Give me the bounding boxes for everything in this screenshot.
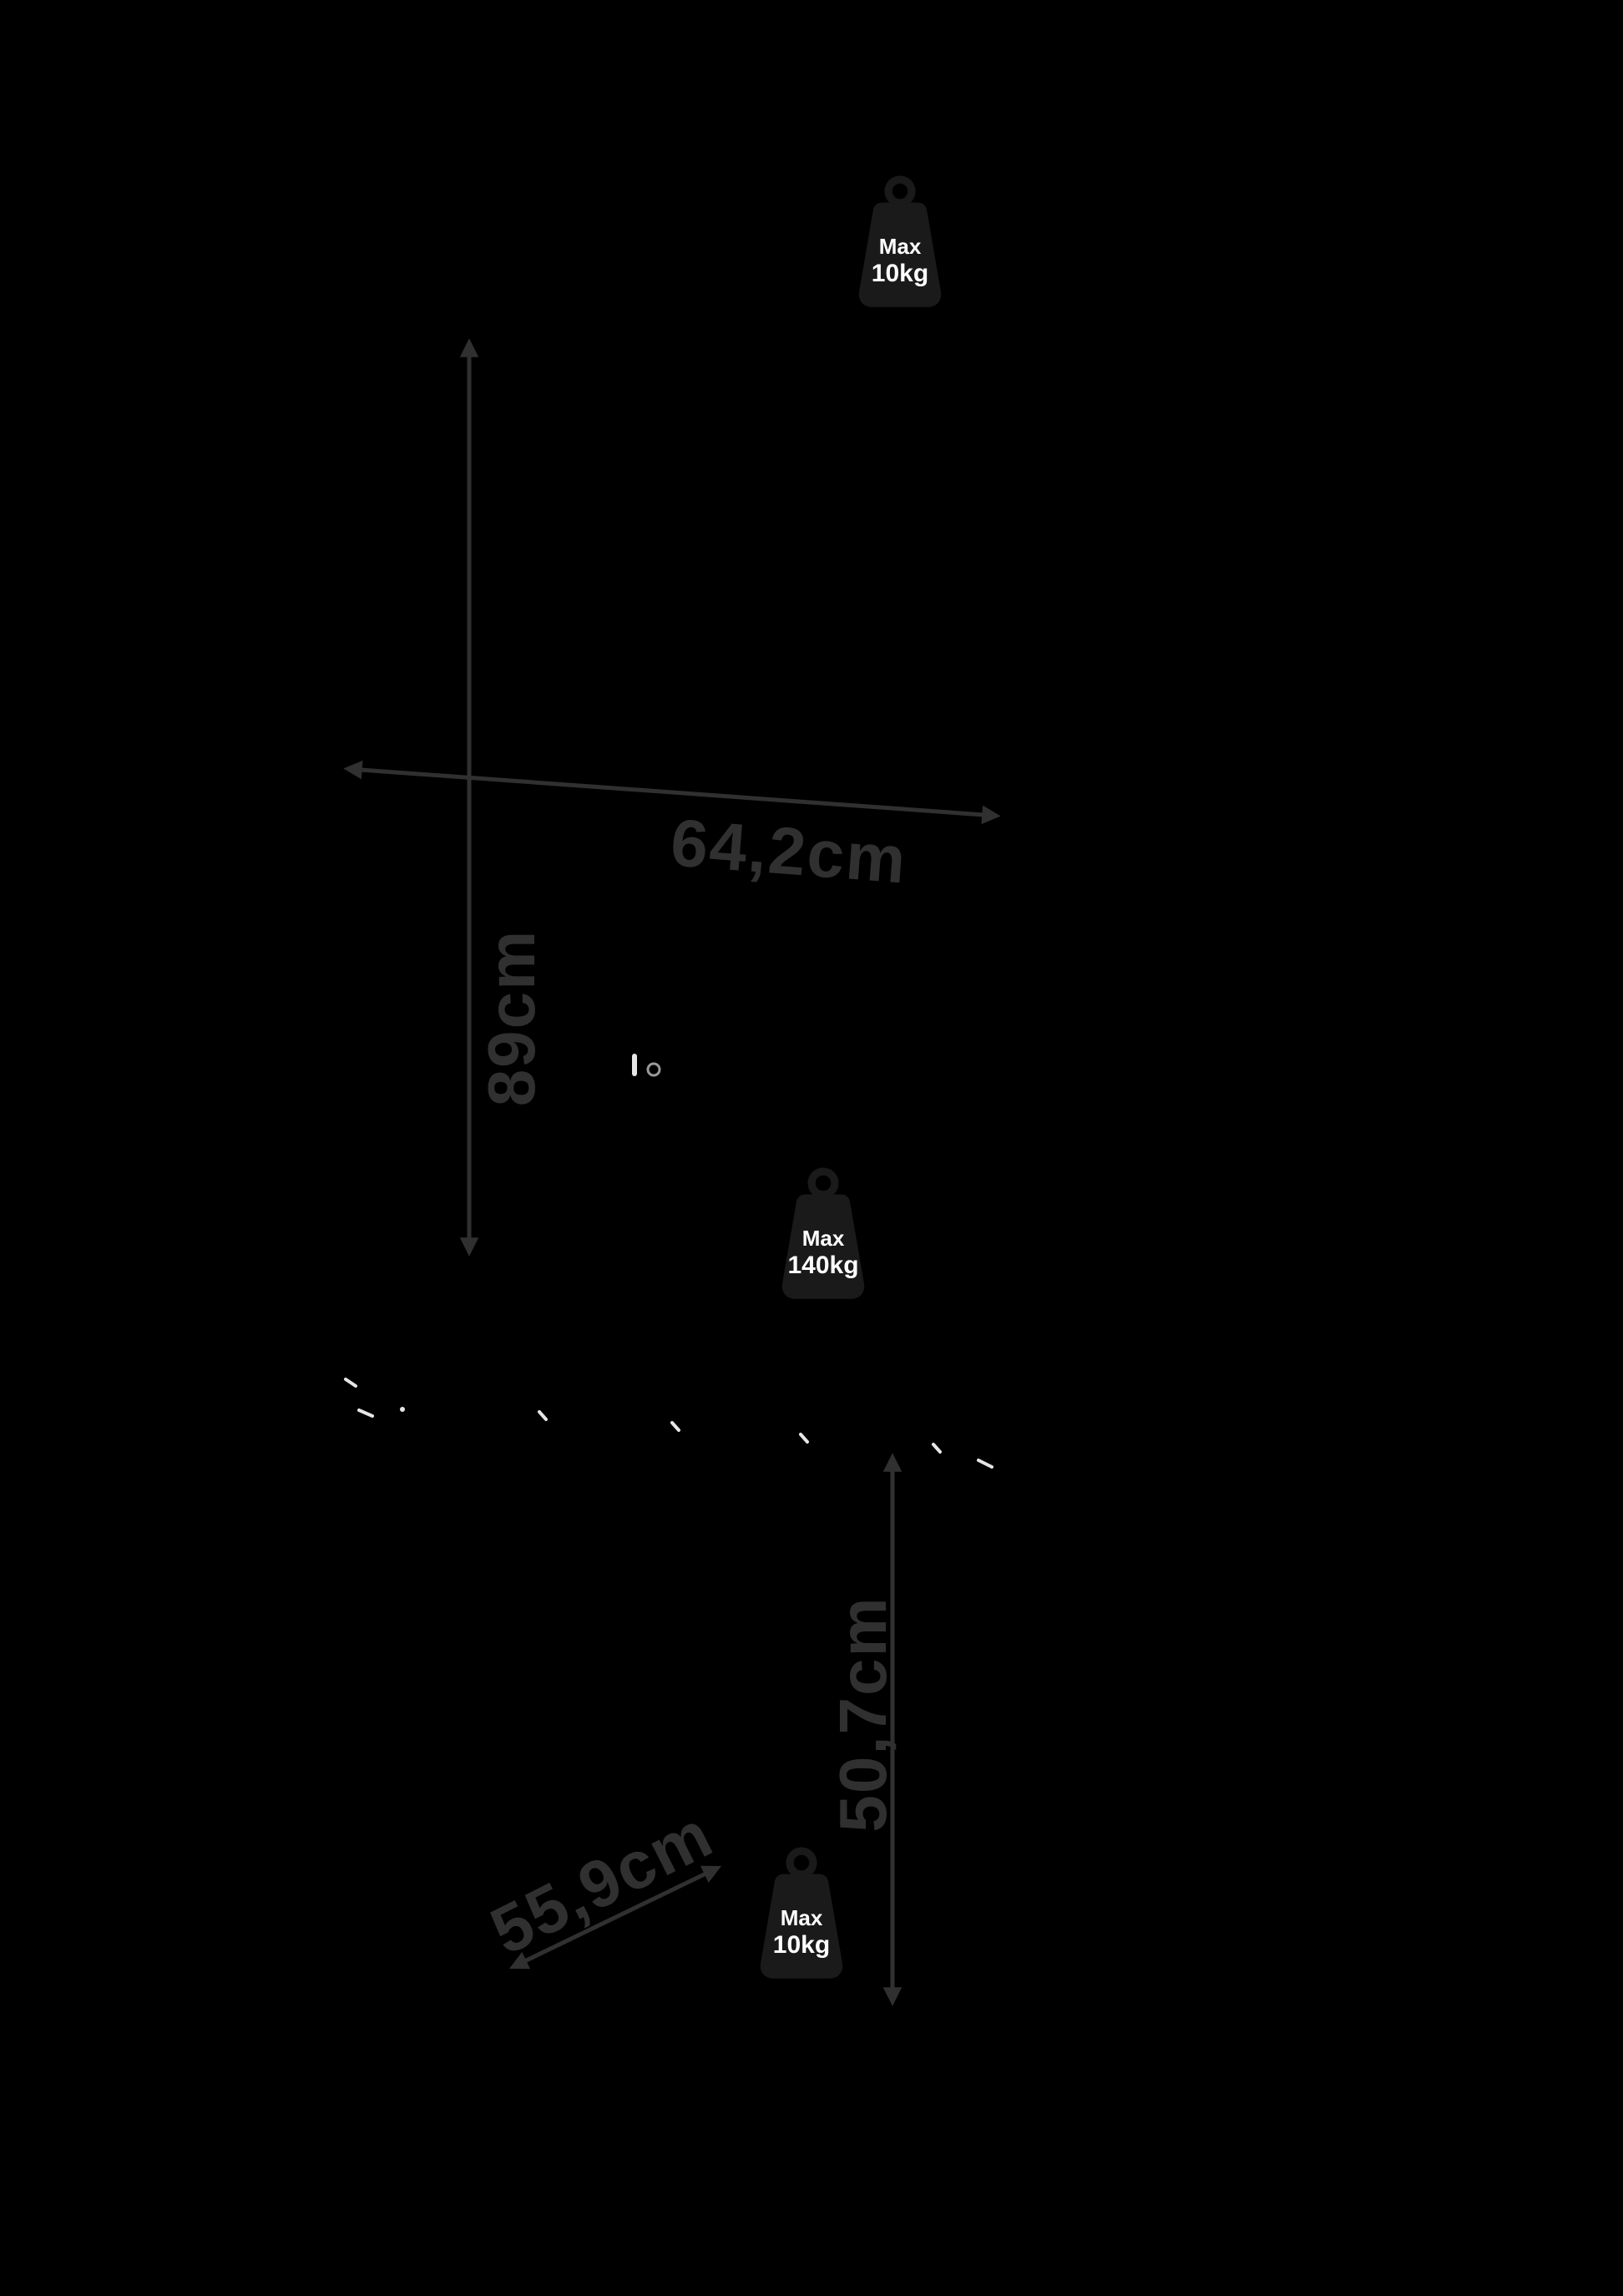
caster-glint — [538, 1410, 548, 1421]
weight-icon — [760, 1847, 843, 1979]
caster-glint — [932, 1443, 942, 1454]
weight-icon — [858, 175, 942, 307]
caster-glint — [344, 1378, 357, 1388]
max-load-text: Max 140kg — [771, 1226, 875, 1281]
caster-glint — [799, 1433, 809, 1444]
weight-icon — [781, 1167, 865, 1299]
max-load-value: 10kg — [772, 1931, 831, 1959]
caster-glint — [357, 1408, 374, 1418]
max-load-badge-top-shelf: Max 10kg — [848, 174, 952, 308]
max-load-label: Max — [801, 1226, 845, 1251]
product-glints — [344, 1054, 994, 1469]
caster-glint — [670, 1421, 680, 1432]
height-dimension-label: 89cm — [474, 928, 549, 1107]
tabletop-height-dimension-label: 50,7cm — [826, 1596, 900, 1833]
max-load-label: Max — [780, 1905, 823, 1930]
caster-glint — [977, 1459, 994, 1469]
crank-handle-glint — [632, 1054, 637, 1076]
max-load-badge-lower-shelf: Max 10kg — [750, 1845, 853, 1980]
width-dimension-arrow — [343, 760, 1001, 825]
depth-dimension-arrow — [508, 1865, 722, 1970]
max-load-text: Max 10kg — [750, 1905, 853, 1960]
max-load-value: 10kg — [871, 260, 929, 287]
max-load-value: 140kg — [787, 1252, 859, 1279]
caster-glint — [400, 1407, 405, 1412]
max-load-badge-desktop: Max 140kg — [771, 1166, 875, 1300]
knob-glint — [646, 1062, 661, 1077]
max-load-label: Max — [878, 234, 922, 259]
max-load-text: Max 10kg — [848, 234, 952, 289]
